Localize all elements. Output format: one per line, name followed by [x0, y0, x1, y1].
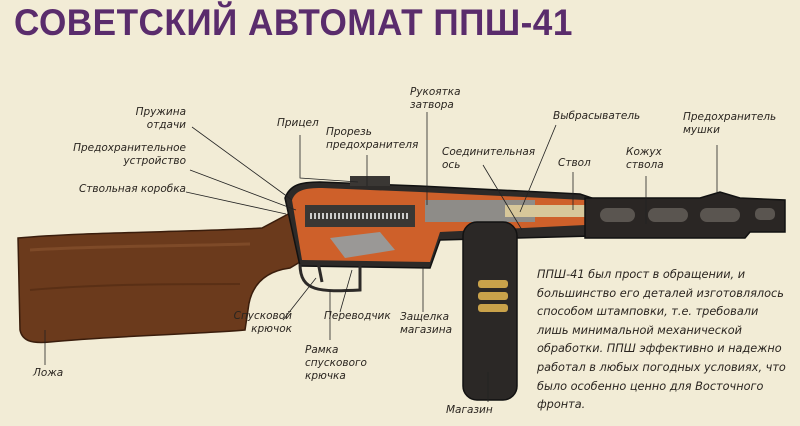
- label-receiver: Ствольная коробка: [78, 183, 186, 195]
- trigger-guard: [298, 263, 362, 293]
- label-sight: Прицел: [277, 117, 319, 129]
- description-text: ППШ-41 был прост в обращении, и большинс…: [537, 268, 786, 412]
- label-ejector: Выбрасыватель: [553, 110, 641, 122]
- page-title: СОВЕТСКИЙ АВТОМАТ ППШ-41: [14, 2, 573, 43]
- label-barrel: Ствол: [558, 157, 591, 169]
- label-stock: Ложа: [33, 367, 64, 379]
- label-selector: Переводчик: [324, 310, 391, 322]
- leader-lines: [44, 112, 718, 402]
- label-magazine: Магазин: [446, 404, 493, 416]
